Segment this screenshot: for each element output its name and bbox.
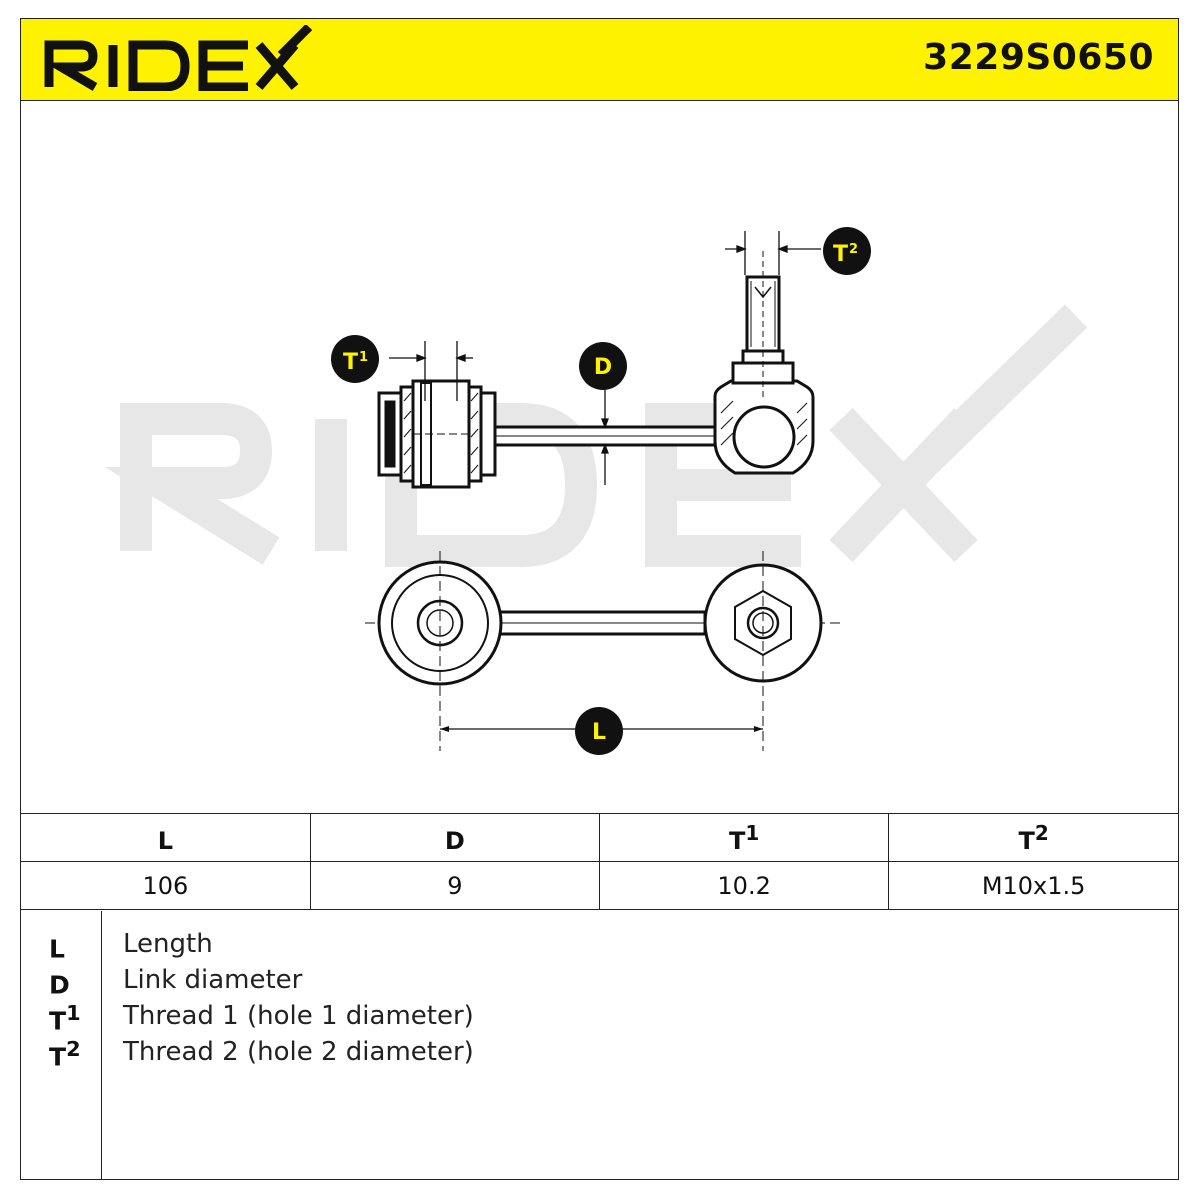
callout-d-label: D — [594, 355, 612, 380]
legend-item-t2: T2 Thread 2 (hole 2 diameter) — [21, 1037, 1178, 1073]
spec-header-t2: T2 — [888, 813, 1178, 862]
legend: L Length D Link diameter T1 Thread 1 (ho… — [21, 911, 1178, 1179]
product-sheet: 3229S0650 — [20, 18, 1179, 1180]
legend-symbol: D — [49, 970, 70, 1000]
legend-symbol: T2 — [49, 1037, 81, 1072]
header-bar: 3229S0650 — [21, 19, 1178, 101]
spec-value-l: 106 — [21, 861, 311, 910]
spec-value-t2: M10x1.5 — [888, 861, 1178, 910]
technical-drawing: T 1 D T 2 L — [104, 227, 1088, 755]
spec-value-t1: 10.2 — [599, 861, 890, 910]
callout-d: D — [579, 342, 627, 390]
callout-t2: T 2 — [823, 227, 871, 275]
legend-divider — [101, 911, 102, 1179]
legend-description: Thread 2 (hole 2 diameter) — [123, 1037, 474, 1067]
dimension-lines — [389, 231, 821, 485]
spec-header-d: D — [310, 813, 601, 862]
legend-description: Length — [123, 929, 213, 959]
callout-t1: T 1 — [331, 335, 379, 383]
legend-description: Link diameter — [123, 965, 303, 995]
legend-symbol: L — [49, 934, 65, 964]
spec-value-d: 9 — [310, 861, 601, 910]
legend-description: Thread 1 (hole 1 diameter) — [123, 1001, 474, 1031]
ridex-logo — [44, 25, 313, 91]
callout-t2-label: T — [833, 242, 848, 267]
part-number: 3229S0650 — [923, 37, 1154, 78]
callout-t1-sup: 1 — [359, 350, 368, 365]
callout-t2-sup: 2 — [849, 242, 858, 257]
side-view — [377, 251, 815, 489]
callout-l-label: L — [592, 720, 606, 745]
legend-item-d: D Link diameter — [21, 965, 1178, 1001]
spec-table-value-row: 106 9 10.2 M10x1.5 — [21, 861, 1178, 910]
top-view — [365, 551, 841, 751]
legend-item-t1: T1 Thread 1 (hole 1 diameter) — [21, 1001, 1178, 1037]
callout-t1-label: T — [343, 350, 358, 375]
legend-item-l: L Length — [21, 929, 1178, 965]
callout-l: L — [575, 707, 623, 755]
spec-header-t1: T1 — [599, 813, 890, 862]
spec-table: L D T1 T2 106 9 10.2 M10x1.5 — [21, 813, 1178, 910]
spec-header-l: L — [21, 813, 311, 862]
spec-table-header-row: L D T1 T2 — [21, 813, 1178, 862]
legend-symbol: T1 — [49, 1001, 81, 1036]
